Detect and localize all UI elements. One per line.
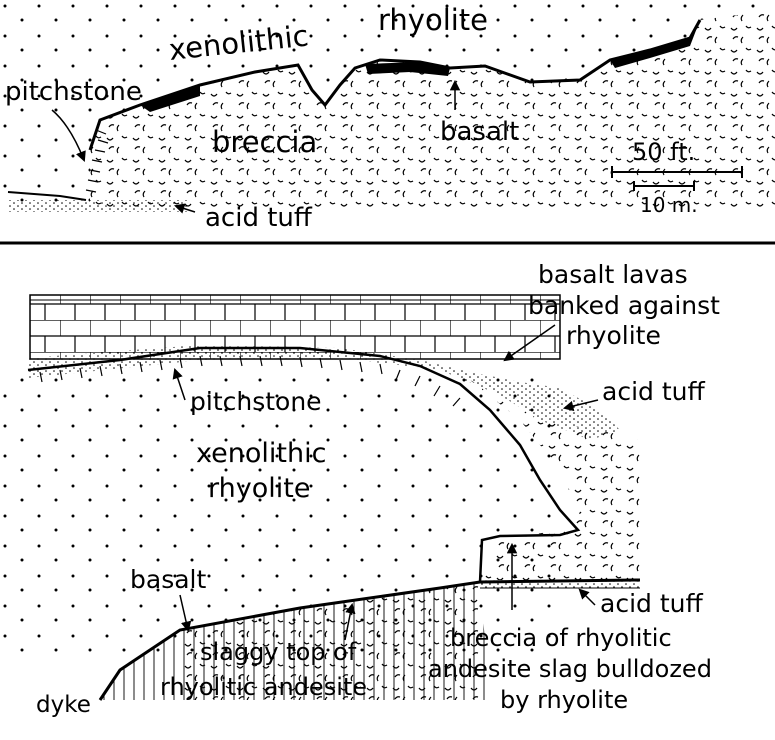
- label-acid-tuff-upper: acid tuff: [602, 377, 705, 406]
- label-acid-tuff-lower: acid tuff: [600, 589, 703, 618]
- label-pitchstone-bottom: pitchstone: [190, 387, 322, 416]
- label-basalt-lavas-1: basalt lavas: [538, 260, 688, 289]
- bottom-acid-tuff-lower: [480, 580, 640, 588]
- label-xenolithic-bottom: xenolithic: [196, 438, 326, 469]
- label-basalt-bottom: basalt: [130, 565, 206, 594]
- label-scale-feet: 50 ft.: [632, 138, 695, 166]
- label-slaggy-1: slaggy top of: [200, 638, 357, 666]
- label-breccia-1: breccia of rhyolitic: [450, 624, 672, 652]
- top-acid-tuff: [8, 200, 188, 212]
- label-basalt-lavas-3: rhyolite: [566, 321, 661, 350]
- label-basalt-top: basalt: [440, 117, 519, 147]
- top-cross-section: xenolithic rhyolite pitchstone breccia b…: [0, 0, 775, 233]
- bottom-cross-section: basalt lavas banked against rhyolite pit…: [0, 260, 720, 718]
- label-breccia-3: by rhyolite: [500, 686, 628, 714]
- label-slaggy-2: rhyolitic andesite: [160, 673, 367, 701]
- label-dyke: dyke: [36, 692, 91, 718]
- label-breccia-top: breccia: [212, 125, 317, 159]
- label-rhyolite-bottom: rhyolite: [208, 473, 310, 504]
- acid-tuff-arrow-lower: [580, 590, 595, 605]
- label-basalt-lavas-2: banked against: [528, 291, 720, 320]
- label-scale-metres: 10 m.: [640, 193, 698, 217]
- label-breccia-2: andesite slag bulldozed: [428, 655, 712, 683]
- label-rhyolite-top: rhyolite: [378, 3, 488, 37]
- label-pitchstone-top: pitchstone: [5, 77, 142, 107]
- label-acid-tuff-top: acid tuff: [205, 203, 313, 233]
